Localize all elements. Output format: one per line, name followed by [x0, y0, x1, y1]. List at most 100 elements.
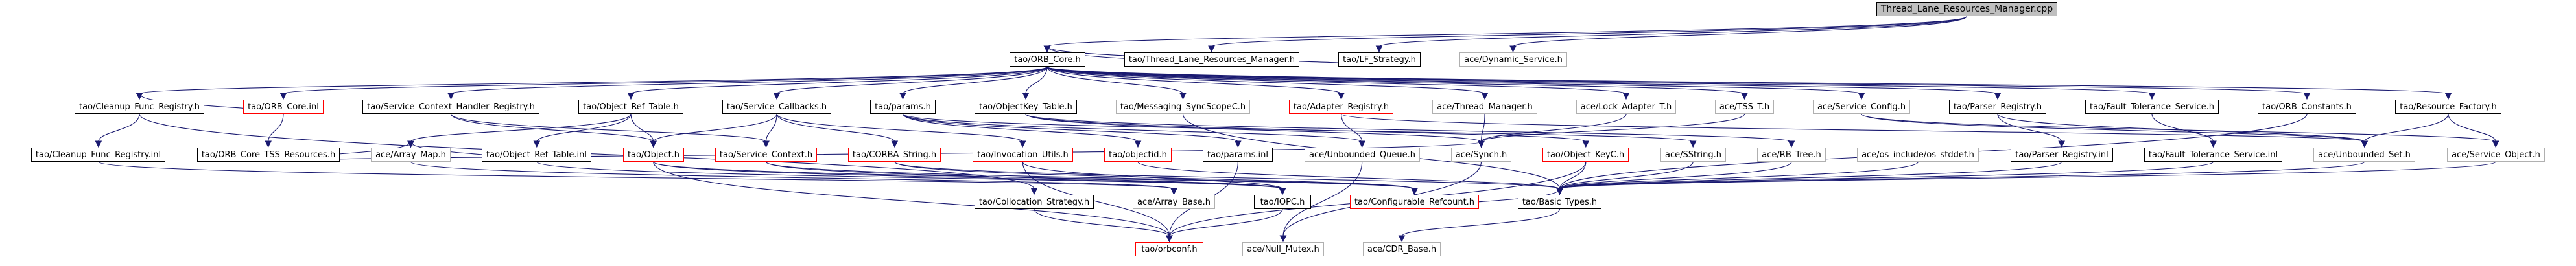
graph-node-tao-object-keyc-h[interactable]: tao/Object_KeyC.h [1542, 148, 1629, 162]
graph-node-tao-thread-lane-resources-manager-h[interactable]: tao/Thread_Lane_Resources_Manager.h [1124, 52, 1299, 67]
graph-node-label: ace/os_include/os_stddef.h [1861, 150, 1974, 160]
graph-node-tao-parser-registry-h[interactable]: tao/Parser_Registry.h [1949, 100, 2046, 114]
graph-node-label: ace/Unbounded_Queue.h [1308, 150, 1415, 160]
graph-node-label: ace/Lock_Adapter_T.h [1580, 102, 1672, 112]
graph-node-tao-params-inl[interactable]: tao/params.inl [1203, 148, 1273, 162]
graph-node-label: tao/params.h [875, 102, 931, 112]
graph-node-ace-thread-manager-h[interactable]: ace/Thread_Manager.h [1432, 100, 1537, 114]
graph-node-ace-unbounded-queue-h[interactable]: ace/Unbounded_Queue.h [1305, 148, 1420, 162]
graph-node-label: tao/Messaging_SyncScopeC.h [1120, 102, 1246, 112]
graph-node-ace-cdr-base-h[interactable]: ace/CDR_Base.h [1363, 242, 1441, 256]
graph-node-tao-adapter-registry-h[interactable]: tao/Adapter_Registry.h [1289, 100, 1393, 114]
graph-node-label: tao/Fault_Tolerance_Service.h [2089, 102, 2214, 112]
graph-node-tao-orbconf-h[interactable]: tao/orbconf.h [1135, 242, 1203, 256]
graph-node-tao-orb-core-inl[interactable]: tao/ORB_Core.inl [243, 100, 324, 114]
graph-node-tao-orb-constants-h[interactable]: tao/ORB_Constants.h [2258, 100, 2356, 114]
graph-node-label: tao/Object_Ref_Table.h [583, 102, 679, 112]
graph-node-tao-object-ref-table-h[interactable]: tao/Object_Ref_Table.h [578, 100, 683, 114]
graph-node-label: tao/ORB_Core_TSS_Resources.h [201, 150, 336, 160]
graph-node-ace-lock-adapter-t-h[interactable]: ace/Lock_Adapter_T.h [1576, 100, 1676, 114]
graph-node-tao-configurable-refcount-h[interactable]: tao/Configurable_Refcount.h [1350, 195, 1479, 209]
graph-node-label: ace/CDR_Base.h [1367, 244, 1437, 254]
graph-node-tao-fault-tolerance-service-h[interactable]: tao/Fault_Tolerance_Service.h [2085, 100, 2219, 114]
graph-node-ace-array-map-h[interactable]: ace/Array_Map.h [371, 148, 451, 162]
graph-node-ace-array-base-h[interactable]: ace/Array_Base.h [1133, 195, 1215, 209]
graph-node-ace-os-include-os-stddef-h[interactable]: ace/os_include/os_stddef.h [1857, 148, 1979, 162]
graph-node-label: tao/Service_Callbacks.h [726, 102, 827, 112]
graph-node-ace-dynamic-service-h[interactable]: ace/Dynamic_Service.h [1459, 52, 1567, 67]
graph-node-label: tao/Resource_Factory.h [2400, 102, 2497, 112]
graph-node-tao-basic-types-h[interactable]: tao/Basic_Types.h [1518, 195, 1601, 209]
graph-node-ace-sstring-h[interactable]: ace/SString.h [1660, 148, 1726, 162]
graph-node-label: tao/Parser_Registry.inl [2015, 150, 2109, 160]
graph-node-label: tao/CORBA_String.h [852, 150, 937, 160]
graph-node-tao-object-ref-table-inl[interactable]: tao/Object_Ref_Table.inl [482, 148, 591, 162]
graph-node-label: ace/Array_Base.h [1137, 197, 1211, 207]
graph-node-label: tao/orbconf.h [1141, 244, 1198, 254]
graph-node-label: Thread_Lane_Resources_Manager.cpp [1880, 4, 2053, 14]
graph-node-label: tao/Object.h [627, 150, 680, 160]
graph-node-ace-null-mutex-h[interactable]: ace/Null_Mutex.h [1242, 242, 1324, 256]
graph-node-label: tao/Service_Context_Handler_Registry.h [367, 102, 535, 112]
graph-node-label: tao/Adapter_Registry.h [1293, 102, 1389, 112]
graph-node-label: ace/Null_Mutex.h [1247, 244, 1319, 254]
graph-node-label: tao/ORB_Constants.h [2262, 102, 2352, 112]
graph-node-tao-messaging-syncscopec-h[interactable]: tao/Messaging_SyncScopeC.h [1116, 100, 1250, 114]
graph-node-tao-objectid-h[interactable]: tao/objectid.h [1104, 148, 1172, 162]
graph-node-label: tao/Configurable_Refcount.h [1354, 197, 1475, 207]
graph-node-tao-service-callbacks-h[interactable]: tao/Service_Callbacks.h [722, 100, 831, 114]
graph-node-label: ace/TSS_T.h [1719, 102, 1770, 112]
graph-node-tao-service-context-handler-registry-h[interactable]: tao/Service_Context_Handler_Registry.h [362, 100, 539, 114]
graph-node-tao-corba-string-h[interactable]: tao/CORBA_String.h [848, 148, 941, 162]
graph-node-tao-object-h[interactable]: tao/Object.h [623, 148, 684, 162]
graph-node-tao-resource-factory-h[interactable]: tao/Resource_Factory.h [2395, 100, 2501, 114]
graph-node-label: tao/Cleanup_Func_Registry.inl [35, 150, 161, 160]
graph-node-tao-params-h[interactable]: tao/params.h [870, 100, 936, 114]
graph-node-label: tao/Collocation_Strategy.h [978, 197, 1090, 207]
graph-node-tao-collocation-strategy-h[interactable]: tao/Collocation_Strategy.h [975, 195, 1094, 209]
graph-node-ace-unbounded-set-h[interactable]: ace/Unbounded_Set.h [2313, 148, 2415, 162]
graph-node-ace-service-config-h[interactable]: ace/Service_Config.h [1813, 100, 1910, 114]
graph-node-label: ace/Service_Object.h [2452, 150, 2540, 160]
graph-node-label: ace/Service_Config.h [1817, 102, 1906, 112]
graph-node-ace-synch-h[interactable]: ace/Synch.h [1451, 148, 1511, 162]
graph-node-label: ace/Synch.h [1455, 150, 1507, 160]
graph-node-tao-cleanup-func-registry-h[interactable]: tao/Cleanup_Func_Registry.h [75, 100, 204, 114]
graph-node-label: ace/RB_Tree.h [1762, 150, 1821, 160]
graph-node-tao-objectkey-table-h[interactable]: tao/ObjectKey_Table.h [975, 100, 1077, 114]
graph-node-label: tao/Thread_Lane_Resources_Manager.h [1128, 54, 1295, 65]
graph-node-label: tao/objectid.h [1109, 150, 1167, 160]
graph-node-label: tao/Basic_Types.h [1522, 197, 1598, 207]
graph-node-label: tao/params.inl [1207, 150, 1268, 160]
graph-node-label: ace/Unbounded_Set.h [2318, 150, 2411, 160]
graph-node-label: tao/Parser_Registry.h [1953, 102, 2042, 112]
graph-node-label: ace/Array_Map.h [375, 150, 446, 160]
graph-node-tao-parser-registry-inl[interactable]: tao/Parser_Registry.inl [2011, 148, 2113, 162]
graph-node-label: tao/Cleanup_Func_Registry.h [79, 102, 200, 112]
graph-node-label: tao/LF_Strategy.h [1343, 54, 1416, 65]
graph-node-ace-service-object-h[interactable]: ace/Service_Object.h [2447, 148, 2545, 162]
graph-node-tao-iopc-h[interactable]: tao/IOPC.h [1254, 195, 1311, 209]
graph-node-thread-lane-resources-manager-cpp[interactable]: Thread_Lane_Resources_Manager.cpp [1876, 2, 2057, 16]
graph-node-ace-rb-tree-h[interactable]: ace/RB_Tree.h [1757, 148, 1826, 162]
graph-node-label: tao/Invocation_Utils.h [977, 150, 1069, 160]
graph-node-label: tao/IOPC.h [1260, 197, 1305, 207]
graph-node-tao-lf-strategy-h[interactable]: tao/LF_Strategy.h [1338, 52, 1421, 67]
graph-node-tao-orb-core-h[interactable]: tao/ORB_Core.h [1010, 52, 1085, 67]
graph-node-label: tao/ORB_Core.inl [248, 102, 319, 112]
graph-node-ace-tss-t-h[interactable]: ace/TSS_T.h [1715, 100, 1774, 114]
graph-node-tao-service-context-h[interactable]: tao/Service_Context.h [715, 148, 817, 162]
graph-node-tao-fault-tolerance-service-inl[interactable]: tao/Fault_Tolerance_Service.inl [2144, 148, 2282, 162]
graph-node-label: tao/Object_KeyC.h [1546, 150, 1625, 160]
graph-node-label: ace/Dynamic_Service.h [1464, 54, 1563, 65]
graph-node-label: ace/Thread_Manager.h [1437, 102, 1533, 112]
graph-node-label: ace/SString.h [1665, 150, 1721, 160]
graph-node-label: tao/Object_Ref_Table.inl [486, 150, 587, 160]
graph-node-label: tao/Service_Context.h [719, 150, 813, 160]
graph-node-tao-cleanup-func-registry-inl[interactable]: tao/Cleanup_Func_Registry.inl [31, 148, 165, 162]
graph-node-tao-orb-core-tss-resources-h[interactable]: tao/ORB_Core_TSS_Resources.h [197, 148, 340, 162]
graph-node-label: tao/ORB_Core.h [1014, 54, 1081, 65]
graph-node-tao-invocation-utils-h[interactable]: tao/Invocation_Utils.h [973, 148, 1073, 162]
